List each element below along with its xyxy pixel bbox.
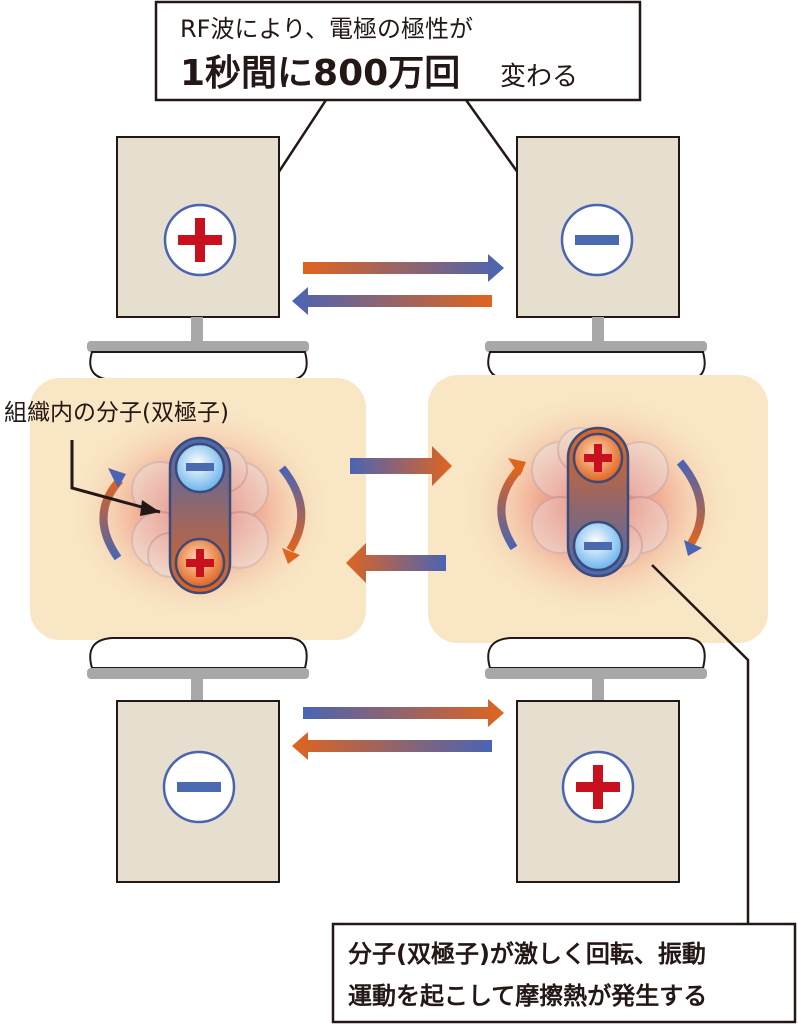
tissue-pointer	[70, 440, 161, 516]
tissue-label: 組織内の分子(双極子)	[4, 400, 229, 426]
dipole-right	[566, 426, 630, 578]
rotation-arrows-left	[99, 465, 306, 564]
top-caption-box: RF波により、電極の極性が 1秒間に800万回 変わる	[154, 0, 642, 102]
leader-line-bottom	[651, 564, 750, 926]
rotation-arrows-right	[497, 458, 705, 556]
bottom-caption-line1: 分子(双極子)が激しく回転、振動	[348, 940, 706, 968]
bottom-left-electrode	[87, 637, 309, 883]
top-right-electrode	[485, 136, 707, 381]
top-left-electrode	[87, 136, 309, 381]
top-caption-tail: 変わる	[500, 62, 578, 92]
bottom-arrows	[292, 699, 504, 760]
top-caption-emphasis: 1秒間に800万回	[180, 53, 460, 94]
dipole-left	[168, 436, 232, 595]
middle-arrows	[346, 446, 452, 583]
top-caption-line1: RF波により、電極の極性が	[180, 15, 473, 43]
top-arrows	[292, 254, 504, 315]
bottom-caption-box: 分子(双極子)が激しく回転、振動 運動を起こして摩擦熱が発生する	[331, 922, 797, 1024]
bottom-caption-line2: 運動を起こして摩擦熱が発生する	[348, 982, 707, 1010]
bottom-right-electrode	[485, 637, 707, 883]
